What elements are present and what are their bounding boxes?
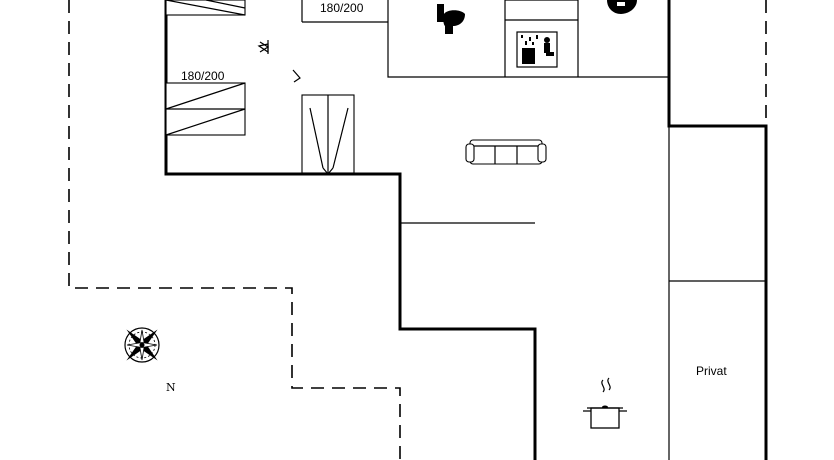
bed-middle-label: 180/200 (181, 69, 225, 83)
exterior-walls (164, 0, 768, 460)
bed-top-label: 180/200 (320, 1, 364, 15)
wardrobe (301, 94, 355, 175)
north-label: N (166, 381, 176, 394)
toilet-icon (607, 0, 637, 14)
toilet-icon (437, 4, 465, 34)
compass-rose-icon (124, 327, 160, 363)
bed-top (165, 0, 246, 16)
bed-middle (165, 82, 246, 136)
sauna-icon (516, 31, 558, 68)
sofa-icon (465, 139, 547, 165)
private-room-label: Privat (696, 364, 727, 378)
door-marks (257, 40, 301, 83)
interior-walls (301, 0, 766, 460)
cooking-pot-icon (583, 377, 627, 429)
terrace-outline (68, 0, 767, 460)
